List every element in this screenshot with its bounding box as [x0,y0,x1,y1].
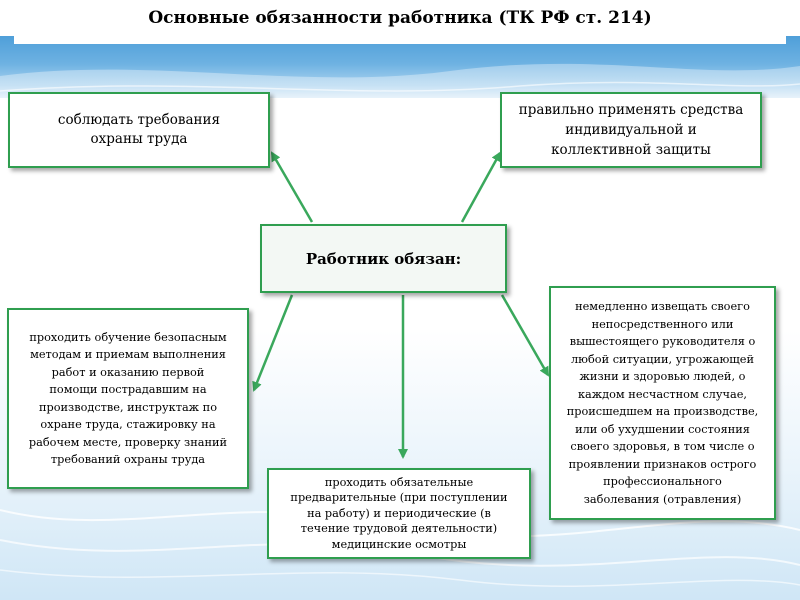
duty-text-line: проходить обязательные [324,475,474,489]
duty-training-and-instruction: проходить обучение безопасным методам и … [7,308,249,489]
duty-follow-safety-requirements: соблюдать требования охраны труда [8,92,270,168]
header-background [0,36,800,98]
duty-text-line: правильно применять средства [518,102,744,118]
duty-text-line: заболевания (отравления) [583,492,742,506]
duty-text-line: предварительные (при поступлении [290,491,508,505]
duty-text-line: любой ситуации, угрожающей [570,352,754,366]
duty-text-line: методам и приемам выполнения [30,348,226,361]
duty-text-line: рабочем месте, проверку знаний [28,435,228,449]
duty-text-line: работ и оказанию первой [51,365,205,379]
duty-text-line: на работу) и периодические (в [307,506,491,520]
duty-text-line: помощи пострадавшим на [49,383,207,396]
central-node-worker-obliged: Работник обязан: [260,224,507,293]
duty-medical-examinations: проходить обязательные предварительные (… [267,468,531,559]
duty-use-protective-equipment: правильно применять средства индивидуаль… [500,92,762,168]
duty-text-line: охраны труда [90,131,188,147]
duty-text-line: профессионального [603,475,722,488]
duty-text-line: непосредственного или [591,317,734,331]
duty-text-line: происшедшем на производстве, [566,405,759,418]
duty-text-line: проявлении признаков острого [568,457,757,471]
duty-text-line: жизни и здоровью людей, о [579,370,746,383]
central-node-label: Работник обязан: [305,249,462,268]
arrow-to-top-right [460,151,502,223]
duty-text-line: соблюдать требования [57,112,221,128]
duty-text-line: требований охраны труда [50,453,206,466]
duty-text-line: медицинские осмотры [331,537,467,551]
duty-text-line: индивидуальной и [565,122,697,138]
duty-text-line: своего здоровья, в том числе о [570,440,755,453]
duty-text-line: охране труда, стажировку на [40,418,216,431]
arrow-to-left [252,294,294,392]
duty-text-line: течение трудовой деятельности) [300,522,498,536]
duty-text-line: или об ухудшении состояния [575,422,750,436]
duty-text-line: вышестоящего руководителя о [569,335,756,348]
arrow-to-top-left [270,151,314,223]
duty-text-line: производстве, инструктаж по [38,400,218,414]
arrow-to-right [500,294,550,377]
duty-text-line: каждом несчастном случае, [577,387,747,401]
duty-text-line: коллективной защиты [551,142,711,158]
duty-text-line: проходить обучение безопасным [29,330,227,344]
duty-text-line: немедленно извещать своего [575,300,750,313]
title-bar: Основные обязанности работника (ТК РФ ст… [0,0,800,36]
header-divider [14,36,786,44]
duty-report-to-supervisor: немедленно извещать своего непосредствен… [549,286,776,520]
page-title: Основные обязанности работника (ТК РФ ст… [148,8,652,28]
